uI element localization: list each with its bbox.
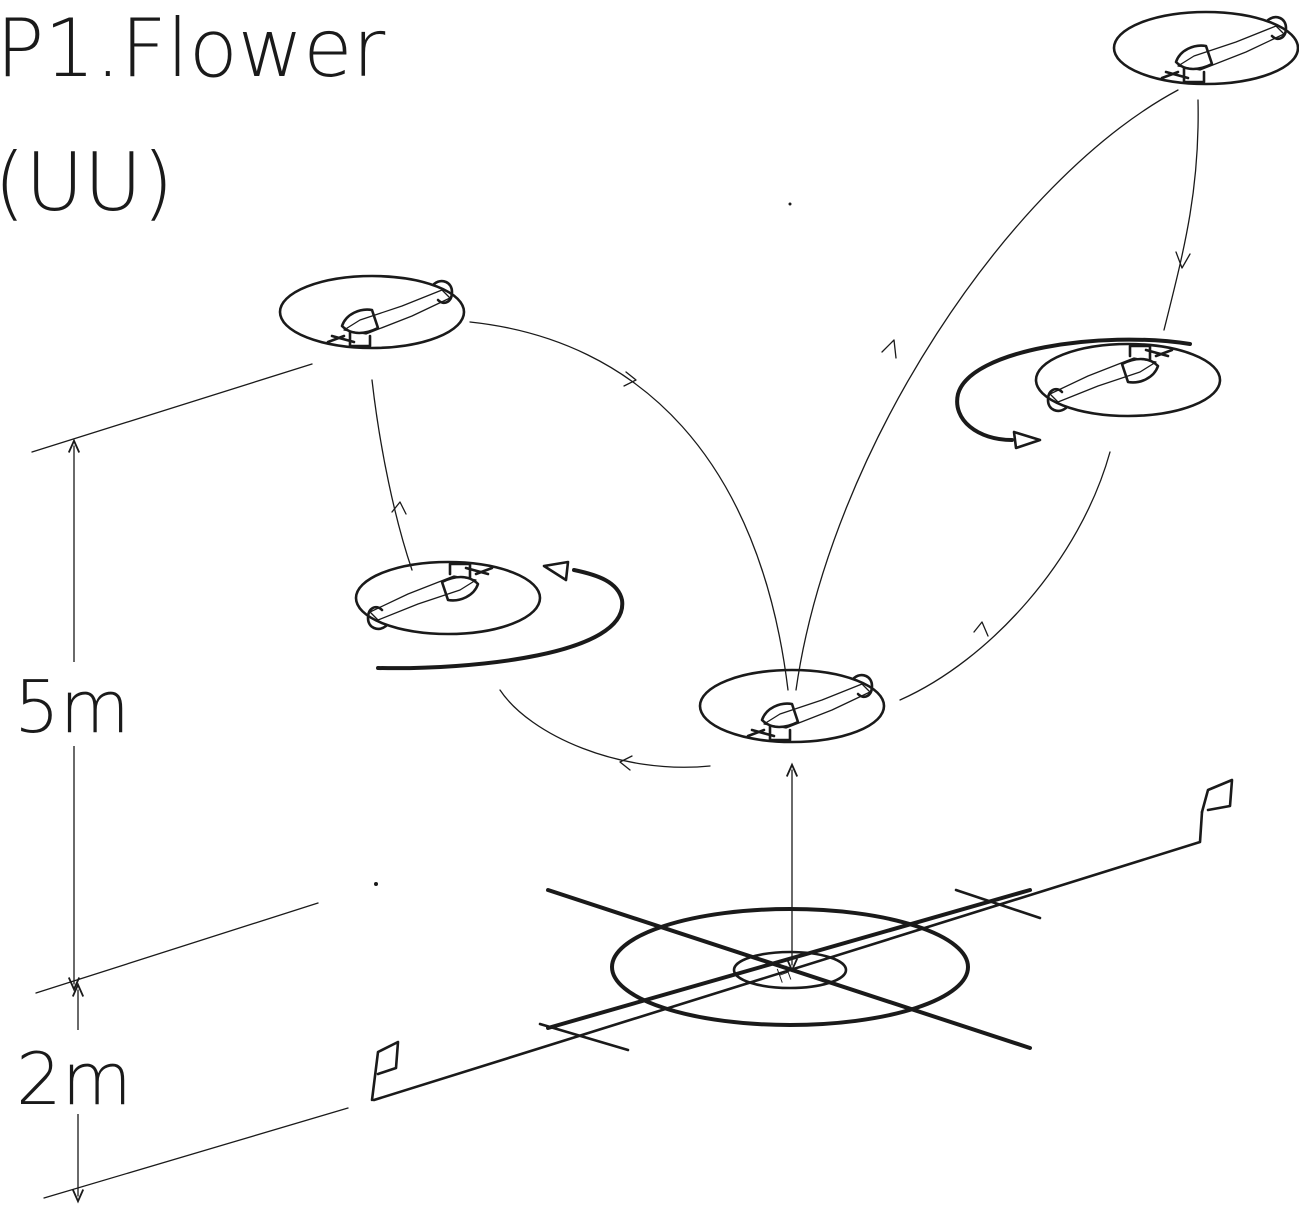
diagram-subtitle: (UU) [0,136,174,229]
dimension-label-2m: 2m [16,1037,132,1121]
dimension-label-5m: 5m [14,665,130,749]
helicopter-icon-mid-right [1034,342,1222,418]
stray-dot [374,882,378,886]
label-5m-mask [10,662,160,746]
helicopter-icon-mid-left [354,560,542,636]
flight-path-right-loop [795,89,1199,701]
label-2m-mask [10,1030,160,1114]
helicopter-icon-top-right [1112,10,1299,86]
helicopter-icon-upper-left [278,274,466,350]
diagram-title: P1.Flower [0,2,385,95]
flight-path-left-loop [371,321,789,771]
stray-dot [788,202,792,206]
right-flag [1200,778,1234,814]
reference-line [372,810,1204,1102]
pirouette-arc-left [376,560,625,671]
pirouette-arc-right [955,337,1192,450]
helicopter-icon-centre [698,668,886,744]
left-flag [370,1040,400,1102]
